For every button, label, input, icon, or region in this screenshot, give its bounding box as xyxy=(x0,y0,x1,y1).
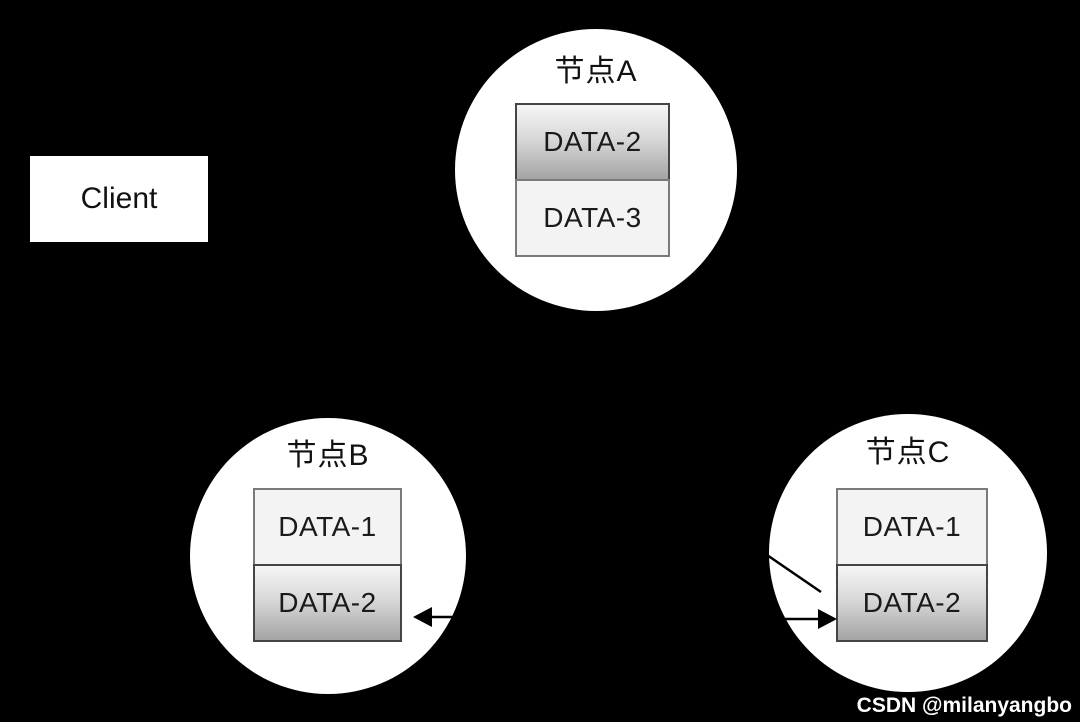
node-b-block-stack: DATA-1 DATA-2 xyxy=(253,488,402,642)
node-c-title: 节点C xyxy=(865,436,951,469)
watermark: CSDN @milanyangbo xyxy=(856,694,1072,717)
node-a-title: 节点A xyxy=(554,55,638,88)
node-b-block-data-2: DATA-2 xyxy=(253,564,402,642)
node-a-block-data-3: DATA-3 xyxy=(515,179,670,257)
node-b-title: 节点B xyxy=(286,439,370,472)
node-c-block-stack: DATA-1 DATA-2 xyxy=(836,488,988,642)
node-c-block-data-2: DATA-2 xyxy=(836,564,988,642)
client-label: Client xyxy=(80,182,158,215)
node-a-block-data-2: DATA-2 xyxy=(515,103,670,181)
node-a-block-stack: DATA-2 DATA-3 xyxy=(515,103,670,257)
client-box: Client xyxy=(28,154,210,244)
node-c-block-data-1: DATA-1 xyxy=(836,488,988,566)
node-b-block-data-1: DATA-1 xyxy=(253,488,402,566)
